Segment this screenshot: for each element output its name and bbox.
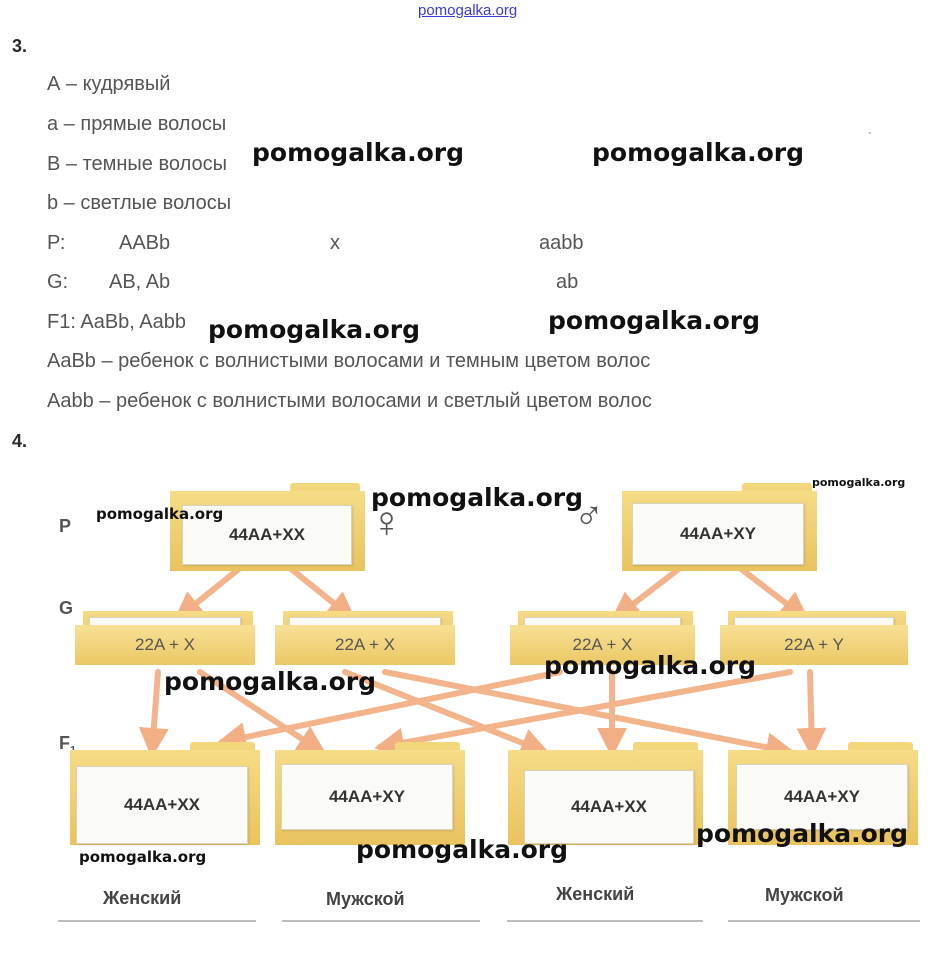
- result-line-2: Aabb – ребенок с волнистыми волосами и с…: [47, 390, 652, 412]
- gamete-folder-1: 22A + X: [75, 611, 260, 671]
- male-symbol-icon: ♂: [574, 494, 604, 538]
- female-symbol-icon: ♀: [370, 498, 403, 547]
- p-right-genotype: aabb: [539, 232, 584, 254]
- child-genotype-1: 44AA+XX: [76, 766, 248, 844]
- arrow-g4-f4: [796, 669, 827, 758]
- gene-line-4: b – светлые волосы: [47, 192, 232, 214]
- gamete-folder-3: 22A + X: [510, 611, 700, 671]
- arrow-g3-f1: [216, 669, 563, 752]
- child-genotype-2: 44AA+XY: [281, 764, 453, 830]
- sex-label-4: Мужской: [765, 885, 844, 905]
- gamete-label-3: 22A + X: [510, 625, 695, 665]
- p-left-genotype: AABb: [119, 232, 171, 254]
- sex-label-3: Женский: [556, 884, 635, 904]
- g-label: G:: [47, 271, 69, 293]
- arrow-g2-f3: [342, 669, 551, 758]
- sex-label-2: Мужской: [326, 889, 405, 909]
- arrow-g1-f1: [138, 669, 169, 758]
- arrow-p2-g3: [610, 565, 683, 622]
- g-right-gametes: ab: [556, 271, 579, 293]
- watermark: pomogalka.org: [371, 483, 584, 512]
- watermark: pomogalka.org: [356, 835, 569, 864]
- gamete-label-1: 22A + X: [75, 625, 255, 665]
- arrow-p1-g2: [287, 565, 357, 622]
- underline-4: [728, 920, 920, 922]
- watermark: pomogalka.org: [548, 306, 761, 335]
- underline-2: [282, 920, 480, 922]
- watermark: pomogalka.org: [592, 138, 805, 167]
- arrow-g1-f2: [197, 669, 328, 756]
- underline-3: [507, 920, 703, 922]
- gamete-label-4: 22A + Y: [720, 625, 908, 665]
- watermark: pomogalka.org: [79, 848, 207, 866]
- gamete-folder-2: 22A + X: [275, 611, 460, 671]
- child-genotype-3: 44AA+XX: [524, 770, 694, 844]
- watermark: pomogalka.org: [164, 667, 377, 696]
- parent-folder-female: 44AA+XX: [170, 483, 365, 573]
- sex-label-1: Женский: [103, 888, 182, 908]
- parent-genotype-female: 44AA+XX: [182, 505, 352, 565]
- result-line-1: AaBb – ребенок с волнистыми волосами и т…: [47, 350, 651, 372]
- parent-genotype-male: 44AA+XY: [632, 503, 804, 565]
- p-cross: x: [330, 232, 340, 254]
- task-3-number: 3.: [12, 36, 28, 56]
- task-4-number: 4.: [12, 431, 28, 451]
- child-genotype-4: 44AA+XY: [736, 764, 908, 830]
- child-folder-1: 44AA+XX: [70, 742, 260, 847]
- gene-line-2: а – прямые волосы: [47, 113, 227, 135]
- watermark: pomogalka.org: [96, 505, 224, 523]
- g-left-gametes: AB, Ab: [109, 271, 171, 293]
- child-folder-4: 44AA+XY: [728, 742, 918, 847]
- site-link[interactable]: pomogalka.org: [418, 2, 518, 19]
- row-label-g: G: [59, 598, 74, 618]
- gamete-folder-4: 22A + Y: [720, 611, 912, 671]
- child-folder-2: 44AA+XY: [275, 742, 465, 847]
- arrow-p1-g1: [173, 565, 243, 622]
- stray-mark: `: [868, 130, 872, 144]
- watermark: pomogalka.org: [208, 315, 421, 344]
- watermark: pomogalka.org: [252, 138, 465, 167]
- gene-line-3: В – темные волосы: [47, 153, 227, 175]
- watermark: pomogalka.org: [696, 819, 909, 848]
- f1-line: F1: AaBb, Aabb: [47, 311, 186, 333]
- underline-1: [58, 920, 256, 922]
- row-label-p: P: [59, 516, 72, 536]
- parent-folder-male: 44AA+XY: [622, 483, 817, 573]
- gene-line-1: А – кудрявый: [47, 73, 171, 95]
- watermark: pomogalka.org: [544, 651, 757, 680]
- arrow-g4-f2: [374, 669, 793, 758]
- gamete-label-2: 22A + X: [275, 625, 455, 665]
- p-label: Р:: [47, 232, 66, 254]
- child-folder-3: 44AA+XX: [508, 742, 703, 847]
- watermark: pomogalka.org: [812, 476, 906, 489]
- arrow-p2-g4: [737, 565, 810, 622]
